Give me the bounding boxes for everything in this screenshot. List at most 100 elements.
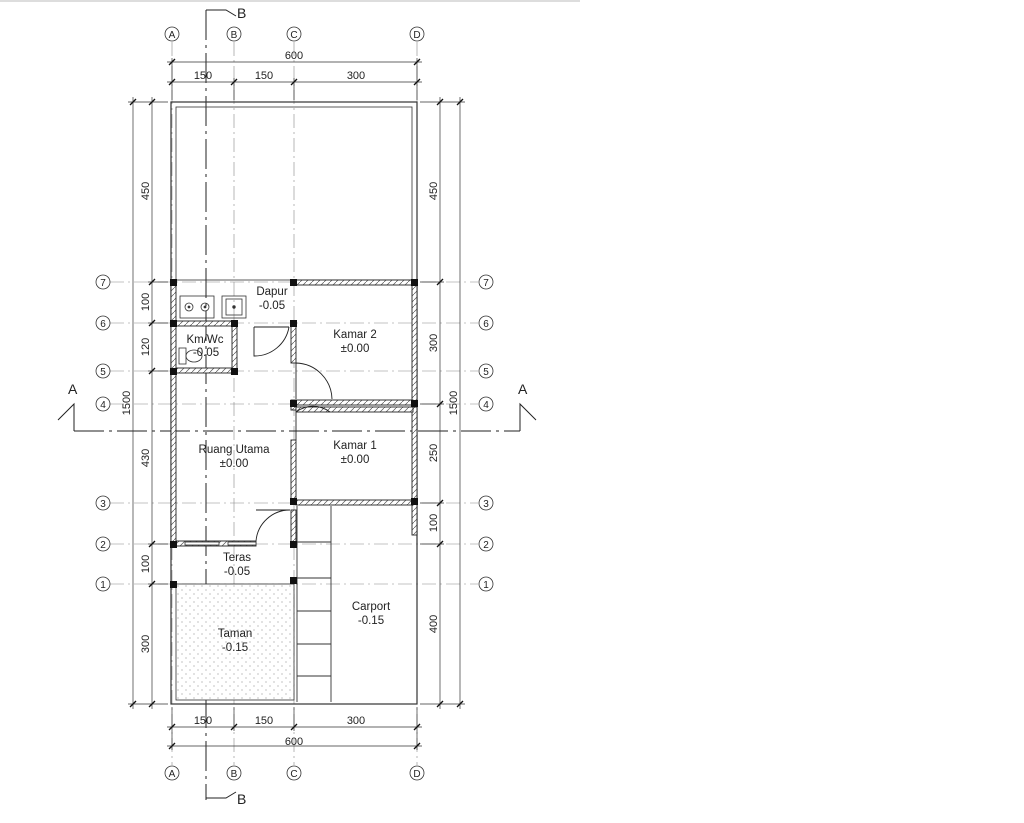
dim-left-seg-4: 430 (140, 449, 152, 467)
doors (253, 326, 333, 542)
grid-label-b-bottom: B (231, 769, 238, 780)
grid-label-3-left: 3 (100, 499, 106, 510)
dim-top-seg-1: 150 (194, 70, 212, 82)
grid-label-6-right: 6 (483, 319, 489, 330)
grid-bubble-5-left (95, 363, 111, 379)
grid-bubble-1-left (95, 576, 111, 592)
grid-bubble-2-right (478, 536, 494, 552)
room-taman-name: Taman (218, 628, 253, 640)
room-carport-level: -0.15 (358, 615, 384, 627)
grid-bubble-2-left (95, 536, 111, 552)
dimension-ticks (129, 58, 464, 750)
dim-right-total: 1500 (448, 391, 460, 415)
grid-label-5-left: 5 (100, 367, 106, 378)
grid-label-4-right: 4 (483, 400, 489, 411)
grid-label-c-bottom: C (290, 769, 297, 780)
grid-bubble-a-top (164, 26, 180, 42)
window-front (184, 541, 257, 546)
grid-bubble-d-bottom (409, 765, 425, 781)
grid-bubbles-rows (95, 274, 494, 592)
grid-bubble-b-bottom (226, 765, 242, 781)
dim-right-seg-5: 400 (428, 615, 440, 633)
grid-bubble-c-top (286, 26, 302, 42)
grid-bubble-5-right (478, 363, 494, 379)
grid-bubble-6-right (478, 315, 494, 331)
grid-label-d-bottom: D (413, 769, 420, 780)
grid-bubble-7-left (95, 274, 111, 290)
dim-left-seg-2: 100 (140, 293, 152, 311)
grid-bubble-b-top (226, 26, 242, 42)
toilet-icon (178, 347, 203, 365)
dim-top-total: 600 (285, 50, 303, 62)
section-a-left-label: A (68, 381, 78, 397)
room-ruang-utama-name: Ruang Utama (199, 444, 271, 456)
kitchen-stove-icon (179, 295, 215, 319)
dim-left-total: 1500 (121, 391, 133, 415)
section-b-bottom-label: B (237, 791, 246, 807)
room-teras-level: -0.05 (224, 566, 250, 578)
section-b-top-label: B (237, 5, 246, 21)
room-kamar1-name: Kamar 1 (333, 440, 376, 452)
dim-left-seg-1: 450 (140, 182, 152, 200)
grid-label-6-left: 6 (100, 319, 106, 330)
room-ruang-utama-level: ±0.00 (220, 458, 249, 470)
grid-bubble-3-left (95, 495, 111, 511)
grid-bubble-d-top (409, 26, 425, 42)
dim-left-seg-6: 300 (140, 635, 152, 653)
section-line-a (57, 402, 537, 432)
dim-bottom-seg-3: 300 (347, 715, 365, 727)
grid-bubble-3-right (478, 495, 494, 511)
grid-label-a-bottom: A (169, 769, 176, 780)
dim-top-seg-2: 150 (255, 70, 273, 82)
grid-label-1-right: 1 (483, 580, 489, 591)
dim-bottom-seg-2: 150 (255, 715, 273, 727)
room-dapur-level: -0.05 (259, 300, 285, 312)
room-teras-name: Teras (223, 552, 251, 564)
room-kamar1-level: ±0.00 (341, 454, 370, 466)
dim-left-seg-5: 100 (140, 555, 152, 573)
grid-label-2-left: 2 (100, 540, 106, 551)
room-kamar2-name: Kamar 2 (333, 329, 376, 341)
room-carport-name: Carport (352, 601, 391, 613)
grid-bubble-7-right (478, 274, 494, 290)
dim-right-seg-4: 100 (428, 514, 440, 532)
grid-label-7-right: 7 (483, 278, 489, 289)
grid-bubbles-top (164, 26, 425, 781)
grid-label-7-left: 7 (100, 278, 106, 289)
room-taman-level: -0.15 (222, 642, 248, 654)
structural-columns (170, 279, 418, 588)
grid-bubble-c-bottom (286, 765, 302, 781)
grid-label-1-left: 1 (100, 580, 106, 591)
grid-label-5-right: 5 (483, 367, 489, 378)
grid-bubble-1-right (478, 576, 494, 592)
grid-bubble-6-left (95, 315, 111, 331)
room-kmwc-name: Km/Wc (186, 334, 223, 346)
grid-bubble-4-left (95, 396, 111, 412)
carport-steps (296, 506, 332, 702)
grid-label-b-top: B (231, 30, 238, 41)
grid-label-d-top: D (413, 30, 420, 41)
dim-right-seg-1: 450 (428, 182, 440, 200)
grid-bubble-4-right (478, 396, 494, 412)
garden-area (175, 583, 295, 701)
room-kamar2-level: ±0.00 (341, 343, 370, 355)
kitchen-sink-icon (221, 295, 247, 319)
dim-left-seg-3: 120 (140, 338, 152, 356)
section-a-right-label: A (518, 381, 528, 397)
grid-bubble-a-bottom (164, 765, 180, 781)
dim-bottom-total: 600 (285, 736, 303, 748)
grid-label-a-top: A (169, 30, 176, 41)
dim-right-seg-3: 250 (428, 444, 440, 462)
dim-top-seg-3: 300 (347, 70, 365, 82)
room-labels: Dapur -0.05 Km/Wc -0.05 Kamar 2 ±0.00 Ru… (186, 286, 391, 654)
dimension-lines (128, 58, 465, 750)
grid-label-c-top: C (290, 30, 297, 41)
grid-label-3-right: 3 (483, 499, 489, 510)
grid-label-4-left: 4 (100, 400, 106, 411)
room-kmwc-level: -0.05 (193, 347, 219, 359)
dim-right-seg-2: 300 (428, 334, 440, 352)
grid-label-2-right: 2 (483, 540, 489, 551)
dim-bottom-seg-1: 150 (194, 715, 212, 727)
room-dapur-name: Dapur (256, 286, 287, 298)
